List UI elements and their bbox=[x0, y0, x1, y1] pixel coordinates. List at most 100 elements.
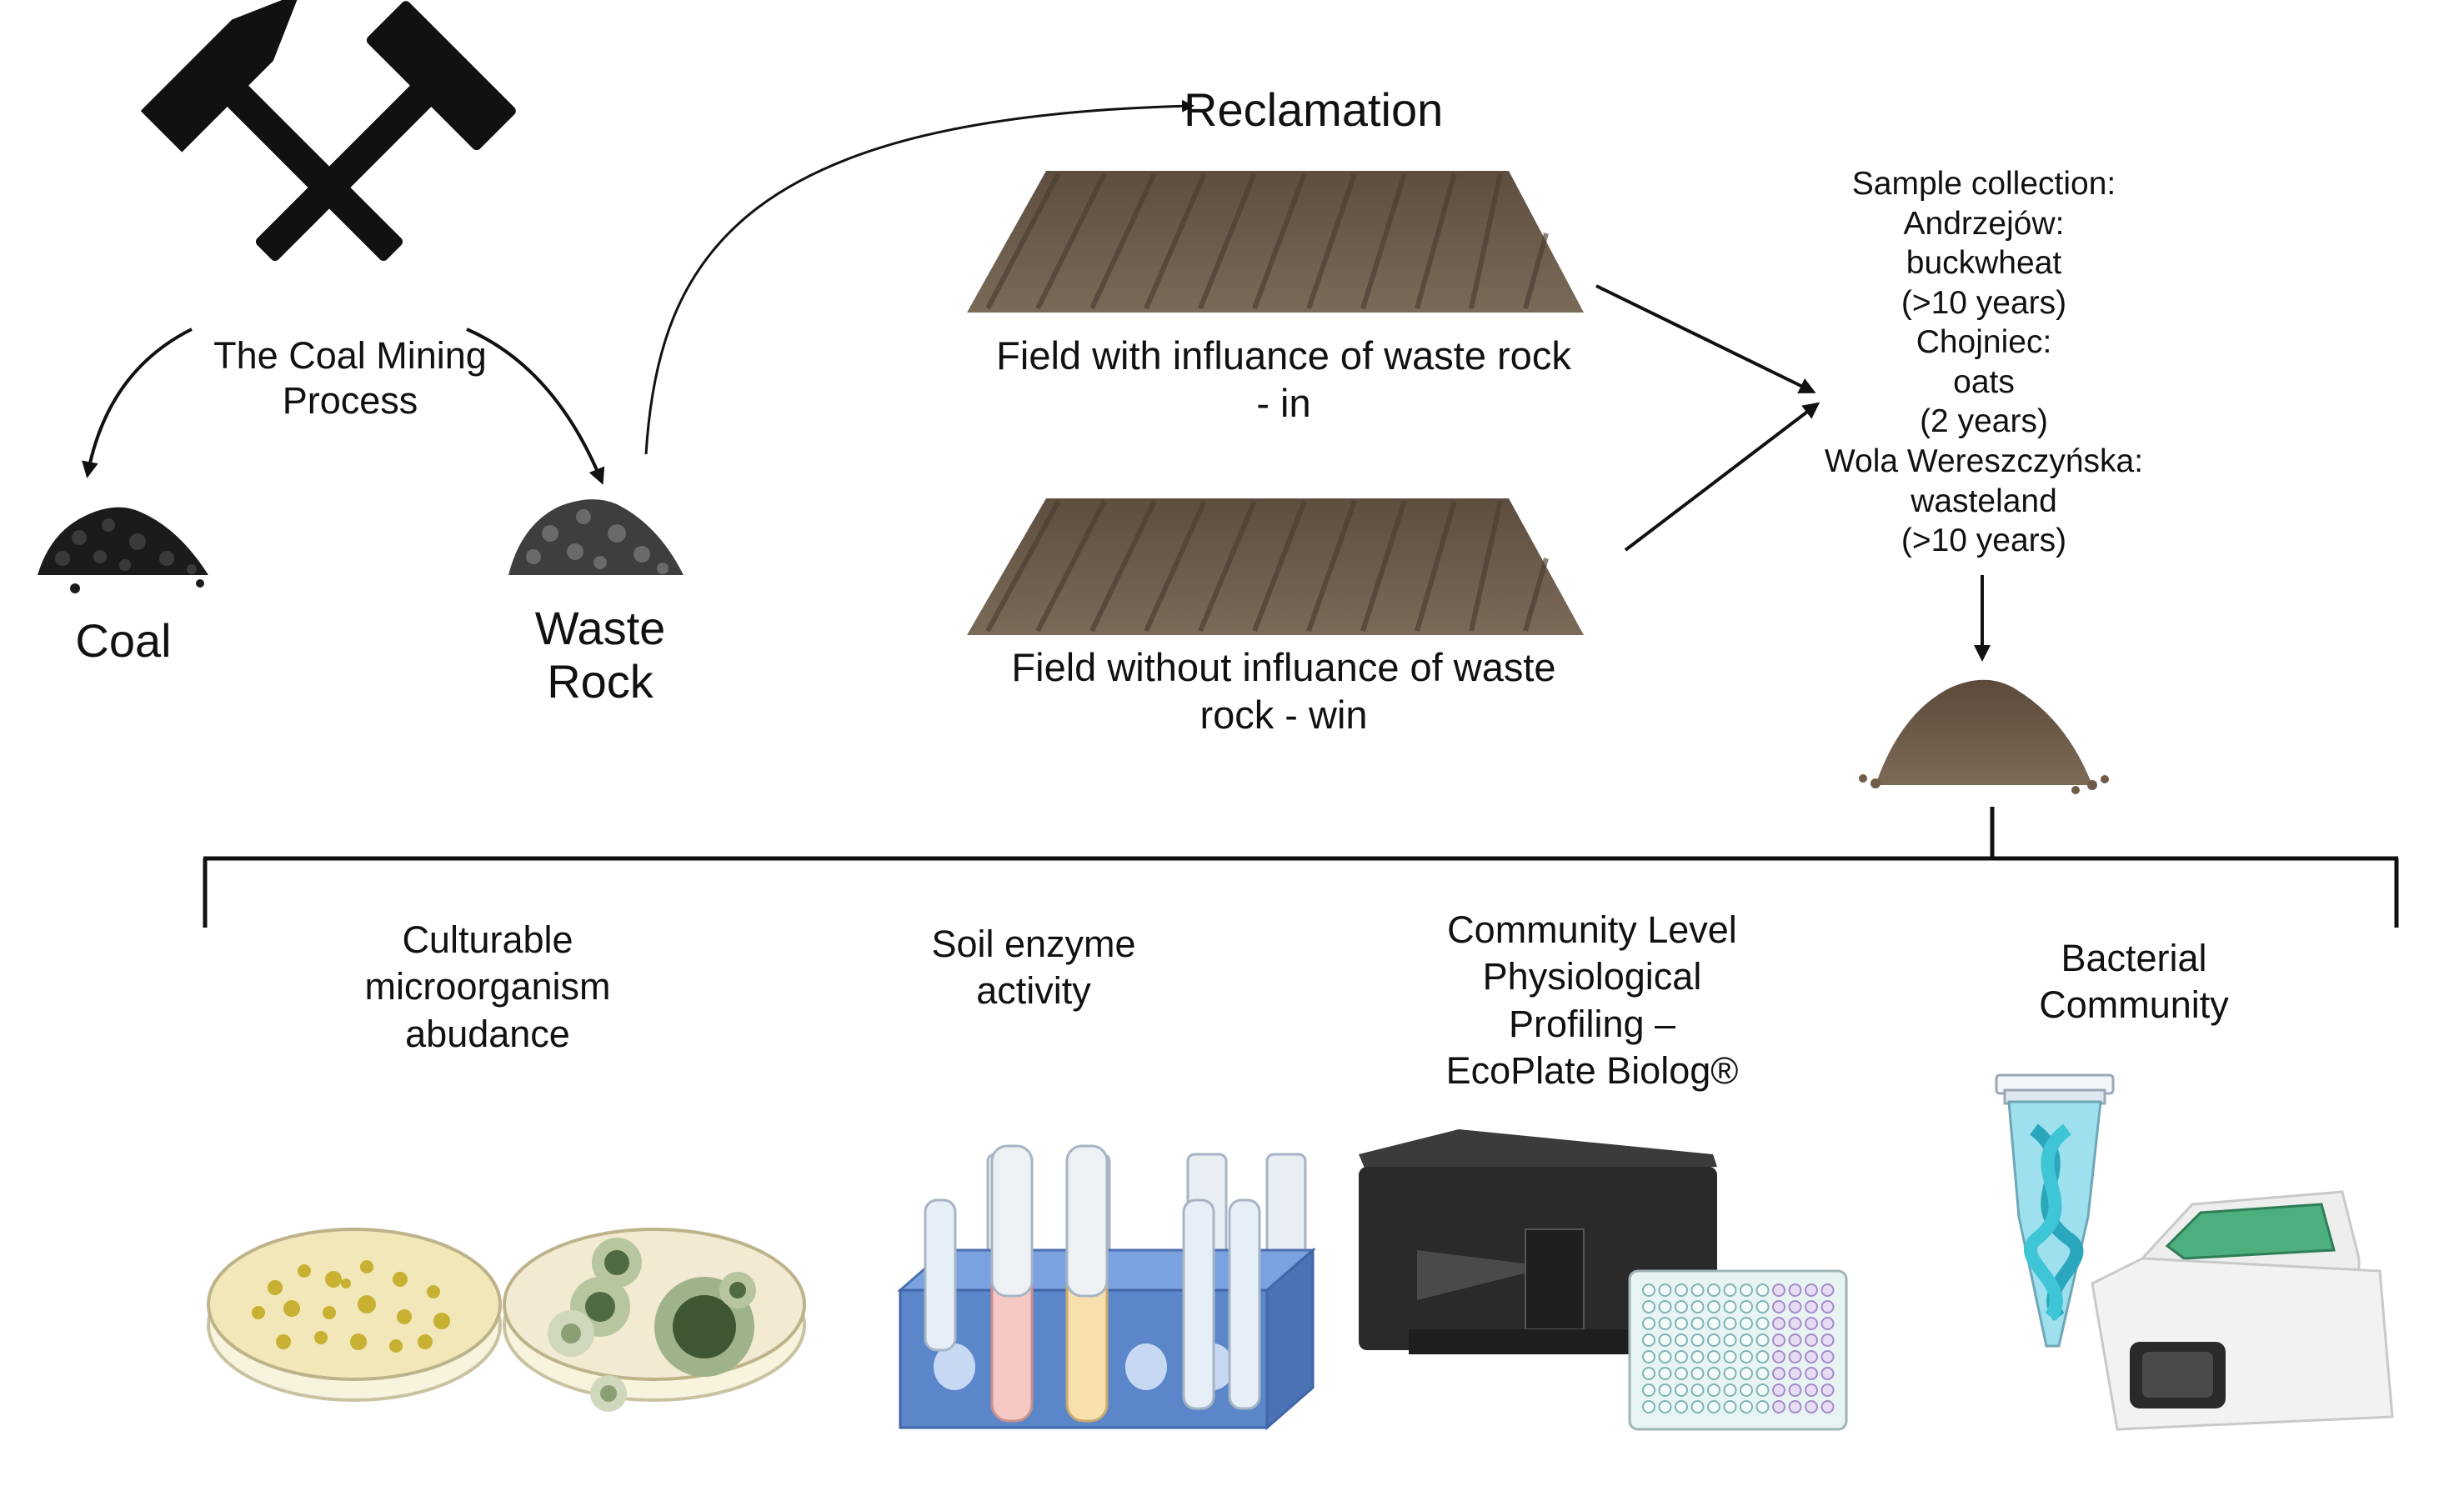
plate-well bbox=[1755, 1333, 1770, 1347]
process-line-1: The Coal Mining bbox=[213, 334, 487, 377]
field-win-line-1: Field without influance of waste bbox=[1011, 645, 1556, 689]
petri-dish-fungi-icon bbox=[503, 1228, 806, 1412]
petri-dish-colonies-icon bbox=[207, 1228, 502, 1402]
plate-well bbox=[1820, 1350, 1835, 1363]
plate-well bbox=[1772, 1400, 1785, 1413]
bacterial-label: Bacterial Community bbox=[1951, 935, 2317, 1029]
crossed-hammers-icon bbox=[140, 0, 516, 262]
plate-well bbox=[1820, 1367, 1835, 1380]
plate-well bbox=[1658, 1317, 1672, 1330]
waste-rock-line-2: Rock bbox=[547, 655, 654, 708]
plate-well bbox=[1642, 1367, 1655, 1380]
pcr-tube-dna-icon bbox=[1995, 1073, 2115, 1348]
plate-well bbox=[1675, 1383, 1688, 1397]
plate-well bbox=[1820, 1400, 1835, 1413]
plate-well bbox=[1820, 1333, 1835, 1347]
bacterial-line-2: Community bbox=[2039, 983, 2229, 1027]
plate-well bbox=[1675, 1283, 1688, 1297]
sample-line: Andrzejów: bbox=[1903, 205, 2065, 242]
plate-well bbox=[1675, 1400, 1688, 1413]
clpp-line-2: Physiological bbox=[1482, 955, 1702, 998]
plate-well bbox=[1658, 1383, 1672, 1397]
plate-well bbox=[1723, 1367, 1737, 1380]
plate-well bbox=[1805, 1367, 1818, 1380]
test-tube-rack-icon bbox=[897, 1144, 1316, 1431]
plate-well bbox=[1805, 1333, 1818, 1347]
plate-well bbox=[1805, 1350, 1818, 1363]
plate-well bbox=[1690, 1283, 1705, 1297]
arrow-field-in-to-samples bbox=[1595, 284, 1816, 393]
bacterial-line-1: Bacterial bbox=[2061, 937, 2207, 979]
enzyme-line-1: Soil enzyme bbox=[931, 923, 1136, 965]
plate-well bbox=[1755, 1283, 1770, 1297]
plate-well bbox=[1642, 1300, 1655, 1313]
plate-well bbox=[1642, 1317, 1655, 1330]
arrow-to-coal bbox=[82, 328, 193, 478]
sample-line: buckwheat bbox=[1906, 245, 2062, 282]
field-in-label: Field with influance of waste rock - in bbox=[917, 332, 1650, 428]
plate-well bbox=[1675, 1367, 1688, 1380]
plate-well bbox=[1642, 1400, 1655, 1413]
sequencer-device-icon bbox=[2091, 1190, 2394, 1431]
plate-well bbox=[1772, 1383, 1785, 1397]
plate-well bbox=[1707, 1300, 1720, 1313]
sample-line: (>10 years) bbox=[1901, 523, 2067, 559]
process-line-2: Process bbox=[282, 379, 418, 422]
plate-well bbox=[1707, 1383, 1720, 1397]
sample-line: Wola Wereszczyńska: bbox=[1824, 443, 2144, 480]
plate-well bbox=[1772, 1367, 1785, 1380]
arrow-field-win-to-samples bbox=[1624, 402, 1820, 552]
plate-well bbox=[1772, 1300, 1785, 1313]
sample-line: (2 years) bbox=[1920, 403, 2048, 440]
plate-well bbox=[1675, 1300, 1688, 1313]
sample-collection-label: Sample collection: Andrzejów: buckwheat … bbox=[1792, 164, 2176, 561]
plate-well bbox=[1772, 1317, 1785, 1330]
plate-well bbox=[1675, 1333, 1688, 1347]
plate-well bbox=[1740, 1367, 1753, 1380]
eco-plate-icon bbox=[1628, 1269, 1848, 1431]
plate-well bbox=[1690, 1400, 1705, 1413]
plate-well bbox=[1658, 1333, 1672, 1347]
plate-well bbox=[1675, 1350, 1688, 1363]
waste-rock-pile-icon bbox=[508, 499, 684, 575]
plate-well bbox=[1788, 1317, 1802, 1330]
arrow-to-reclamation bbox=[644, 99, 1194, 455]
plate-well bbox=[1740, 1333, 1753, 1347]
plate-well bbox=[1723, 1317, 1737, 1330]
plate-well bbox=[1805, 1383, 1818, 1397]
plate-well bbox=[1658, 1283, 1672, 1297]
reclamation-label: Reclamation bbox=[1184, 83, 1444, 136]
sample-line: (>10 years) bbox=[1901, 284, 2067, 321]
field-win-line-2: rock - win bbox=[1199, 693, 1368, 738]
culturable-line-1: Culturable bbox=[402, 918, 573, 961]
plate-well bbox=[1707, 1350, 1720, 1363]
plate-well bbox=[1820, 1283, 1835, 1297]
plate-well bbox=[1788, 1350, 1802, 1363]
plate-well bbox=[1690, 1367, 1705, 1380]
plate-well bbox=[1740, 1317, 1753, 1330]
waste-rock-label: Waste Rock bbox=[483, 602, 717, 709]
plate-well bbox=[1690, 1350, 1705, 1363]
plate-well bbox=[1723, 1400, 1737, 1413]
plate-well bbox=[1707, 1333, 1720, 1347]
plate-well bbox=[1690, 1300, 1705, 1313]
plate-well bbox=[1658, 1367, 1672, 1380]
plate-well bbox=[1658, 1300, 1672, 1313]
plate-well bbox=[1755, 1350, 1770, 1363]
plate-well bbox=[1755, 1367, 1770, 1380]
plate-well bbox=[1755, 1400, 1770, 1413]
plate-well bbox=[1707, 1367, 1720, 1380]
plate-well bbox=[1788, 1283, 1802, 1297]
plate-well bbox=[1788, 1383, 1802, 1397]
plate-well bbox=[1642, 1350, 1655, 1363]
soil-sample-mound-icon bbox=[1859, 679, 2109, 794]
plate-well bbox=[1723, 1383, 1737, 1397]
plate-well bbox=[1788, 1333, 1802, 1347]
field-without-influence-illustration bbox=[967, 498, 1584, 635]
enzyme-label: Soil enzyme activity bbox=[859, 921, 1209, 1015]
clpp-line-3: Profiling – bbox=[1508, 1002, 1676, 1045]
arrow-to-waste-rock bbox=[466, 328, 605, 485]
sample-line: Sample collection: bbox=[1851, 166, 2116, 202]
culturable-label: Culturable microorganism abudance bbox=[288, 917, 688, 1058]
